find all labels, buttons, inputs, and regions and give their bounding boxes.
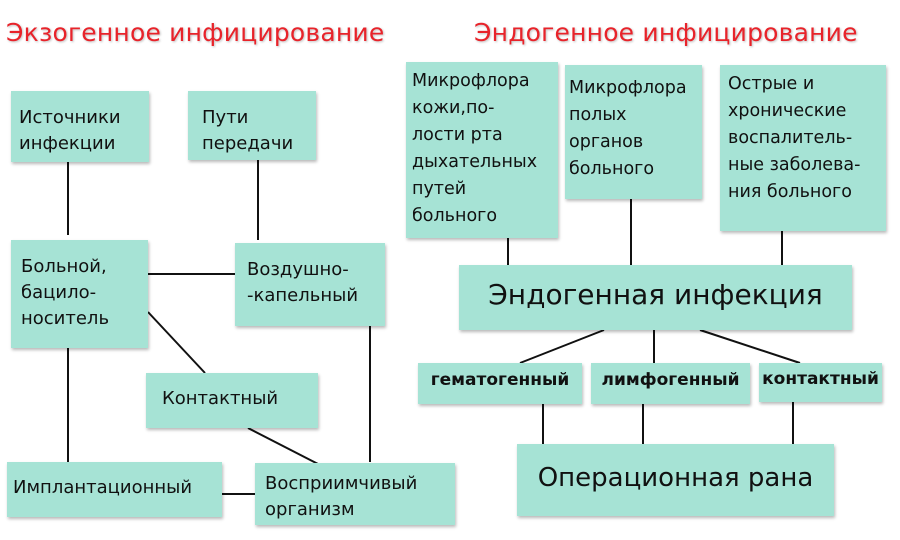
contact-endogenous-box: контактный <box>759 363 882 402</box>
sources-box: Источники инфекции <box>11 91 149 162</box>
line-infection-hematogenous <box>519 329 605 364</box>
lymphogenous-box: лимфогенный <box>591 363 750 404</box>
susceptible-box: Восприимчивый организм <box>255 463 455 525</box>
endogenous-infection-box: Эндогенная инфекция <box>459 265 852 330</box>
skin-flora-box: Микрофлора кожи,по- лости рта дыхательны… <box>406 62 558 238</box>
transmission-box: Пути передачи <box>188 91 316 160</box>
hematogenous-box: гематогенный <box>418 363 582 404</box>
airborne-box: Воздушно- -капельный <box>235 243 385 326</box>
exogenous-heading: Экзогенное инфицирование <box>6 18 385 47</box>
contact-box: Контактный <box>146 373 318 428</box>
line-infection-contact <box>699 329 801 364</box>
implantation-box: Имплантационный <box>7 462 222 517</box>
endogenous-heading: Эндогенное инфицирование <box>474 18 858 47</box>
operative-wound-box: Операционная рана <box>517 444 834 516</box>
line-contact-susceptible <box>247 427 321 466</box>
patient-carrier-box: Больной, бацило- носитель <box>11 240 148 348</box>
hollow-flora-box: Микрофлора полых органов больного <box>565 65 702 199</box>
inflammatory-box: Острые и хронические воспалитель- ные за… <box>720 65 886 231</box>
line-patient-contact <box>147 311 206 374</box>
